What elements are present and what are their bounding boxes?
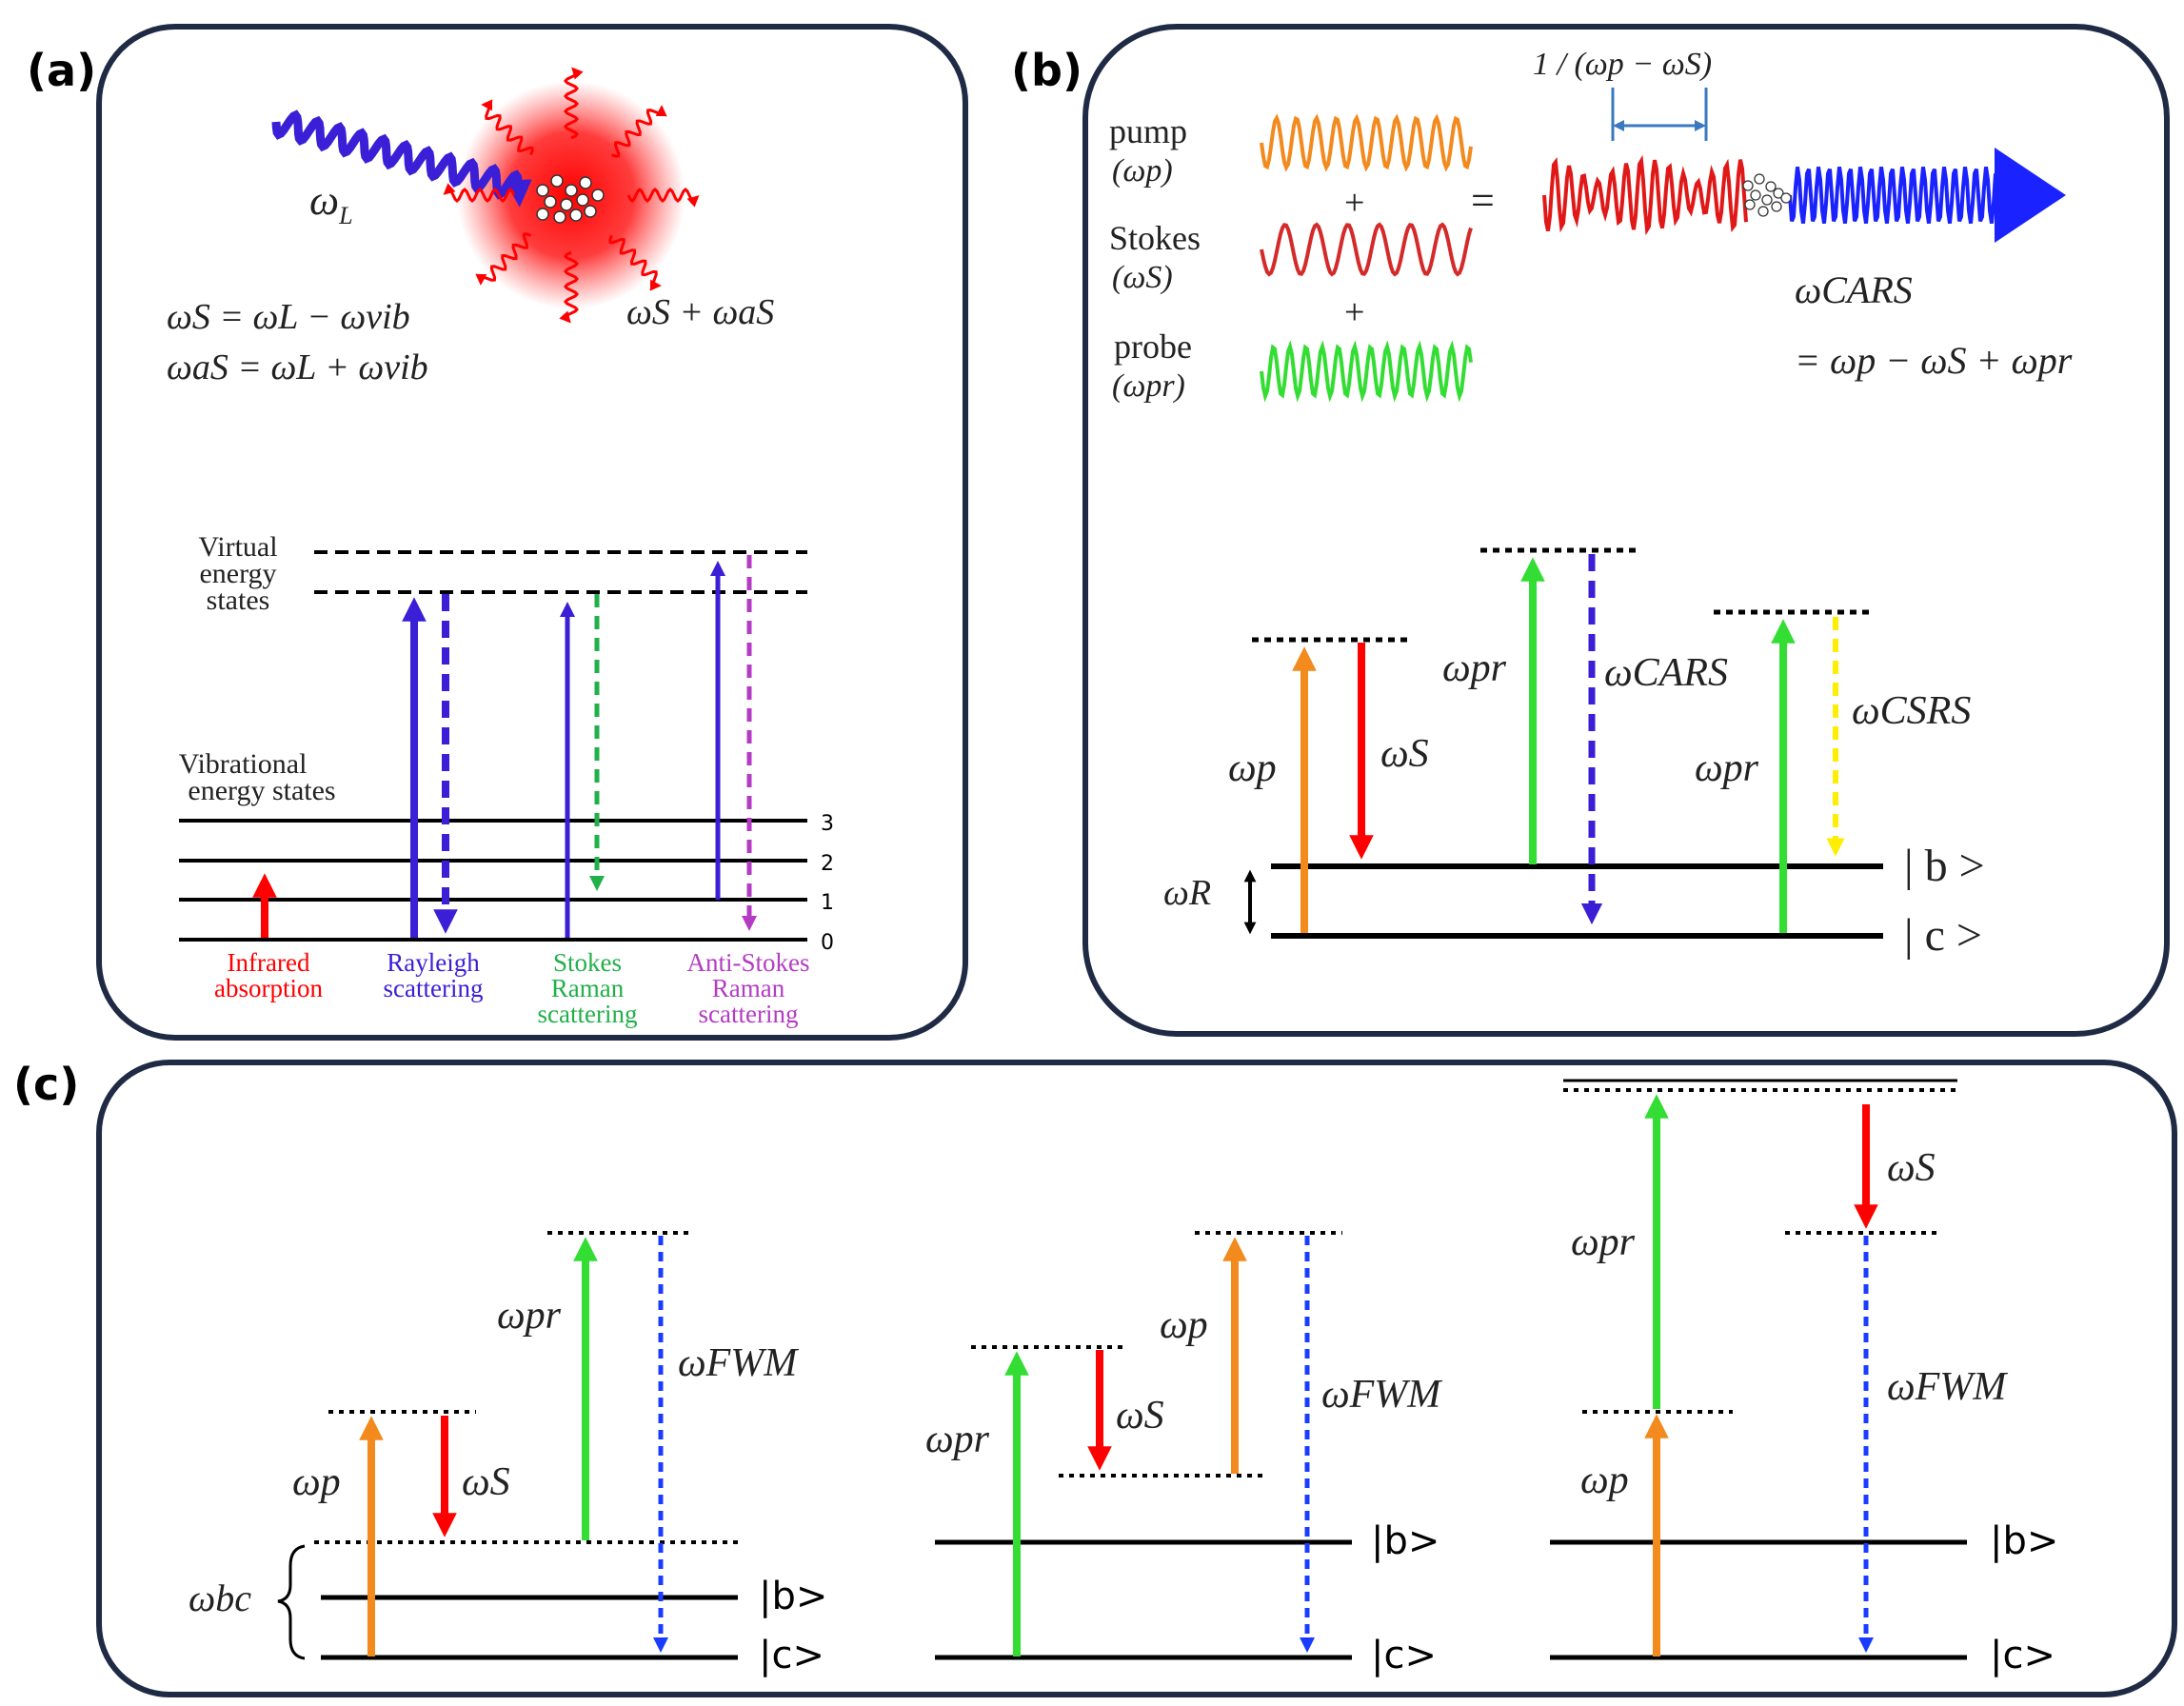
process-labels: Infrared absorption Rayleigh scattering … [214,948,810,1028]
scattered-rays [443,67,700,324]
omega-L-label: ωL [309,177,353,229]
cars-probe-label: ωpr [1442,646,1507,690]
probe-wave [1260,340,1473,403]
d1-state-c-label: |c> [759,1634,824,1677]
d1-state-b-label: |b> [759,1575,827,1618]
d3-fwm-label: ωFWM [1887,1365,2008,1409]
process-stokes-line3: scattering [538,1000,638,1028]
panel-b-frame [1082,24,2170,1037]
fwm-diagram-1: ωbc |b> |c> ωp ωS ωpr ωFWM [189,1231,827,1677]
eq-omega-S: ωS = ωL − ωvib [167,297,410,337]
d3-state-c-label: |c> [1990,1634,2055,1677]
d3-probe-label: ωpr [1571,1220,1636,1264]
fwm-diagram-2: |b> |c> ωpr ωS ωp ωFWM [925,1231,1442,1677]
cars-pump-label: ωp [1228,746,1277,790]
stokes-label: Stokes [1109,219,1201,257]
plus-1: + [1344,183,1364,223]
molecule-cluster [536,174,605,224]
panel-a-label: (a) [27,45,96,96]
process-stokes-line1: Stokes [553,948,622,977]
beat-wave [1542,154,1748,236]
stokes-symbol: (ωS) [1112,260,1173,295]
d1-stokes-label: ωS [462,1460,510,1504]
process-ir-line1: Infrared [228,948,310,977]
panel-a-frame [96,24,968,1041]
scatterer-illustration [271,67,700,324]
state-b-label: | b > [1904,841,1985,891]
process-antistokes-line2: Raman [712,974,785,1002]
d1-omega-bc-label: ωbc [189,1577,251,1619]
probe-symbol: (ωpr) [1112,368,1185,404]
scattered-ray-4 [559,250,580,324]
vib-level-2-label: 2 [821,852,834,876]
scattered-ray-7 [481,99,534,156]
omega-R-label: ωR [1163,873,1211,913]
scattered-ray-3 [608,234,662,291]
csrs-probe-label: ωpr [1695,746,1759,790]
d1-omega-bc-brace [277,1544,306,1660]
incident-laser-wave [271,109,532,208]
virtual-label-1: Virtual [198,531,277,563]
d2-probe-label: ωpr [925,1418,990,1461]
d2-state-c-label: |c> [1371,1634,1437,1677]
vib-level-1-label: 1 [821,891,834,915]
d1-pump-label: ωp [292,1460,341,1504]
panel-c: (c) ωbc |b> |c> ωp ωS ωpr ωFWM [13,1059,2177,1697]
vib-label-1: Vibrational [179,748,308,780]
process-rayleigh-line1: Rayleigh [387,948,480,977]
equals-sign: = [1471,177,1495,224]
cars-equation: = ωp − ωS + ωpr [1795,339,2073,382]
d2-pump-label: ωp [1160,1303,1208,1347]
panel-c-label: (c) [13,1059,79,1110]
fwm-diagram-3: |b> |c> ωpr ωS ωp ωFWM [1550,1079,2058,1677]
beat-period-label: 1 / (ωp − ωS) [1533,47,1712,82]
cars-molecules [1742,173,1792,217]
stokes-wave [1260,222,1473,277]
state-c-label: | c > [1904,910,1982,961]
scattered-ray-0 [563,67,584,140]
scattered-ray-6 [443,183,516,204]
plus-2: + [1344,292,1364,332]
d3-state-b-label: |b> [1990,1519,2058,1563]
d2-state-b-label: |b> [1371,1519,1439,1563]
virtual-label-3: states [207,585,270,616]
panel-b: (b) pump (ωp) + Stokes (ωS) + probe (ωpr… [1011,24,2170,1037]
cars-stokes-label: ωS [1380,732,1429,776]
pump-symbol: (ωp) [1112,153,1173,188]
process-rayleigh-line2: scattering [384,974,484,1002]
cars-label: ωCARS [1795,268,1913,311]
scattered-output-label: ωS + ωaS [626,292,774,332]
d2-stokes-label: ωS [1116,1394,1164,1438]
process-ir-line2: absorption [214,974,323,1002]
d1-fwm-label: ωFWM [678,1341,799,1385]
process-antistokes-line1: Anti-Stokes [686,948,809,977]
cars-output-wave [1788,167,1997,224]
vib-level-3-label: 3 [821,812,834,836]
d2-fwm-label: ωFWM [1321,1373,1442,1417]
eq-omega-aS: ωaS = ωL + ωvib [167,347,428,387]
virtual-label-2: energy [199,558,276,589]
pump-wave [1260,113,1473,172]
panel-b-label: (b) [1011,45,1082,96]
d3-stokes-label: ωS [1887,1146,1936,1190]
scattered-ray-2 [626,187,700,208]
cars-output-arrowhead [1995,148,2066,243]
csrs-signal-label: ωCSRS [1852,689,1971,733]
vib-label-2: energy states [188,775,335,806]
process-antistokes-line3: scattering [699,1000,799,1028]
scattered-ray-1 [610,105,667,158]
vib-level-0-label: 0 [821,931,834,955]
d3-pump-label: ωp [1580,1458,1629,1502]
pump-label: pump [1109,112,1187,150]
cars-signal-label: ωCARS [1604,651,1728,695]
process-stokes-line2: Raman [551,974,625,1002]
scattered-ray-5 [475,232,532,286]
panel-a: (a) ωL ωS = ωL − ωvib ωaS = ωL + ωvib ωS… [27,24,968,1041]
probe-label: probe [1114,327,1192,366]
d1-probe-label: ωpr [497,1294,562,1338]
panel-c-frame [96,1060,2177,1697]
